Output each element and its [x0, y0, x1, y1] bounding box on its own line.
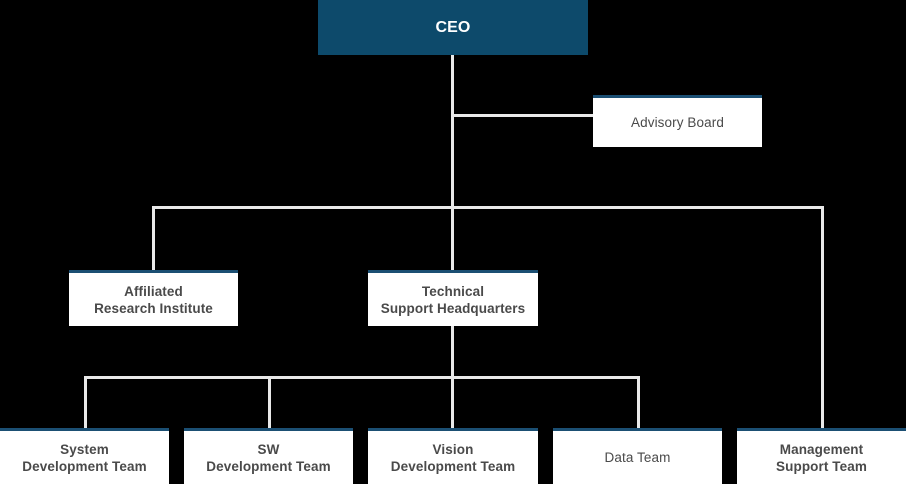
- org-node-technical-support-headquarters[interactable]: Technical Support Headquarters: [368, 270, 538, 326]
- org-node-system-development-team-label: System Development Team: [16, 441, 152, 475]
- line-2: Development Team: [390, 458, 516, 474]
- line-1: Vision: [432, 441, 474, 457]
- org-node-affiliated-research-institute-label: Affiliated Research Institute: [88, 283, 219, 317]
- line-2: Development Team: [206, 458, 331, 474]
- org-node-system-development-team[interactable]: System Development Team: [0, 428, 169, 484]
- org-node-ceo[interactable]: CEO: [318, 0, 588, 55]
- line-2: Support Headquarters: [380, 300, 526, 316]
- org-node-ceo-label: CEO: [435, 19, 471, 36]
- connector-to-technical-support-headquarters: [451, 206, 454, 272]
- org-node-advisory-board-label: Advisory Board: [631, 115, 724, 130]
- connector-to-vision-development-team: [451, 376, 454, 430]
- line-2: Research Institute: [94, 300, 213, 316]
- connector-to-affiliated-research-institute: [152, 206, 155, 272]
- connector-to-data-team: [637, 376, 640, 430]
- line-1: Management: [779, 441, 864, 457]
- org-node-sw-development-team[interactable]: SW Development Team: [184, 428, 353, 484]
- line-2: Development Team: [22, 458, 147, 474]
- connector-to-system-development-team: [84, 376, 87, 430]
- org-node-data-team-label: Data Team: [604, 450, 671, 465]
- line-1: Technical: [421, 283, 485, 299]
- connector-ceo-to-advisory-board: [451, 114, 596, 117]
- org-node-vision-development-team-label: Vision Development Team: [385, 441, 521, 475]
- connector-to-management-support-team: [821, 206, 824, 430]
- org-node-affiliated-research-institute[interactable]: Affiliated Research Institute: [69, 270, 238, 326]
- connector-ceo-to-level2-bus: [451, 116, 454, 208]
- line-2: Support Team: [776, 458, 867, 474]
- connector-level2-bus: [152, 206, 824, 209]
- line-1: SW: [257, 441, 280, 457]
- org-node-data-team[interactable]: Data Team: [553, 428, 722, 484]
- org-node-management-support-team-label: Management Support Team: [770, 441, 873, 475]
- connector-ceo-vertical: [451, 55, 454, 119]
- org-node-sw-development-team-label: SW Development Team: [200, 441, 336, 475]
- connector-technical-support-headquarters-vertical: [451, 326, 454, 378]
- org-node-vision-development-team[interactable]: Vision Development Team: [368, 428, 538, 484]
- connector-level3-bus: [84, 376, 640, 379]
- line-1: System: [60, 441, 109, 457]
- org-node-advisory-board[interactable]: Advisory Board: [593, 95, 762, 147]
- connector-to-sw-development-team: [268, 376, 271, 430]
- org-node-technical-support-headquarters-label: Technical Support Headquarters: [375, 283, 532, 317]
- line-1: Affiliated: [124, 283, 183, 299]
- org-node-management-support-team[interactable]: Management Support Team: [737, 428, 906, 484]
